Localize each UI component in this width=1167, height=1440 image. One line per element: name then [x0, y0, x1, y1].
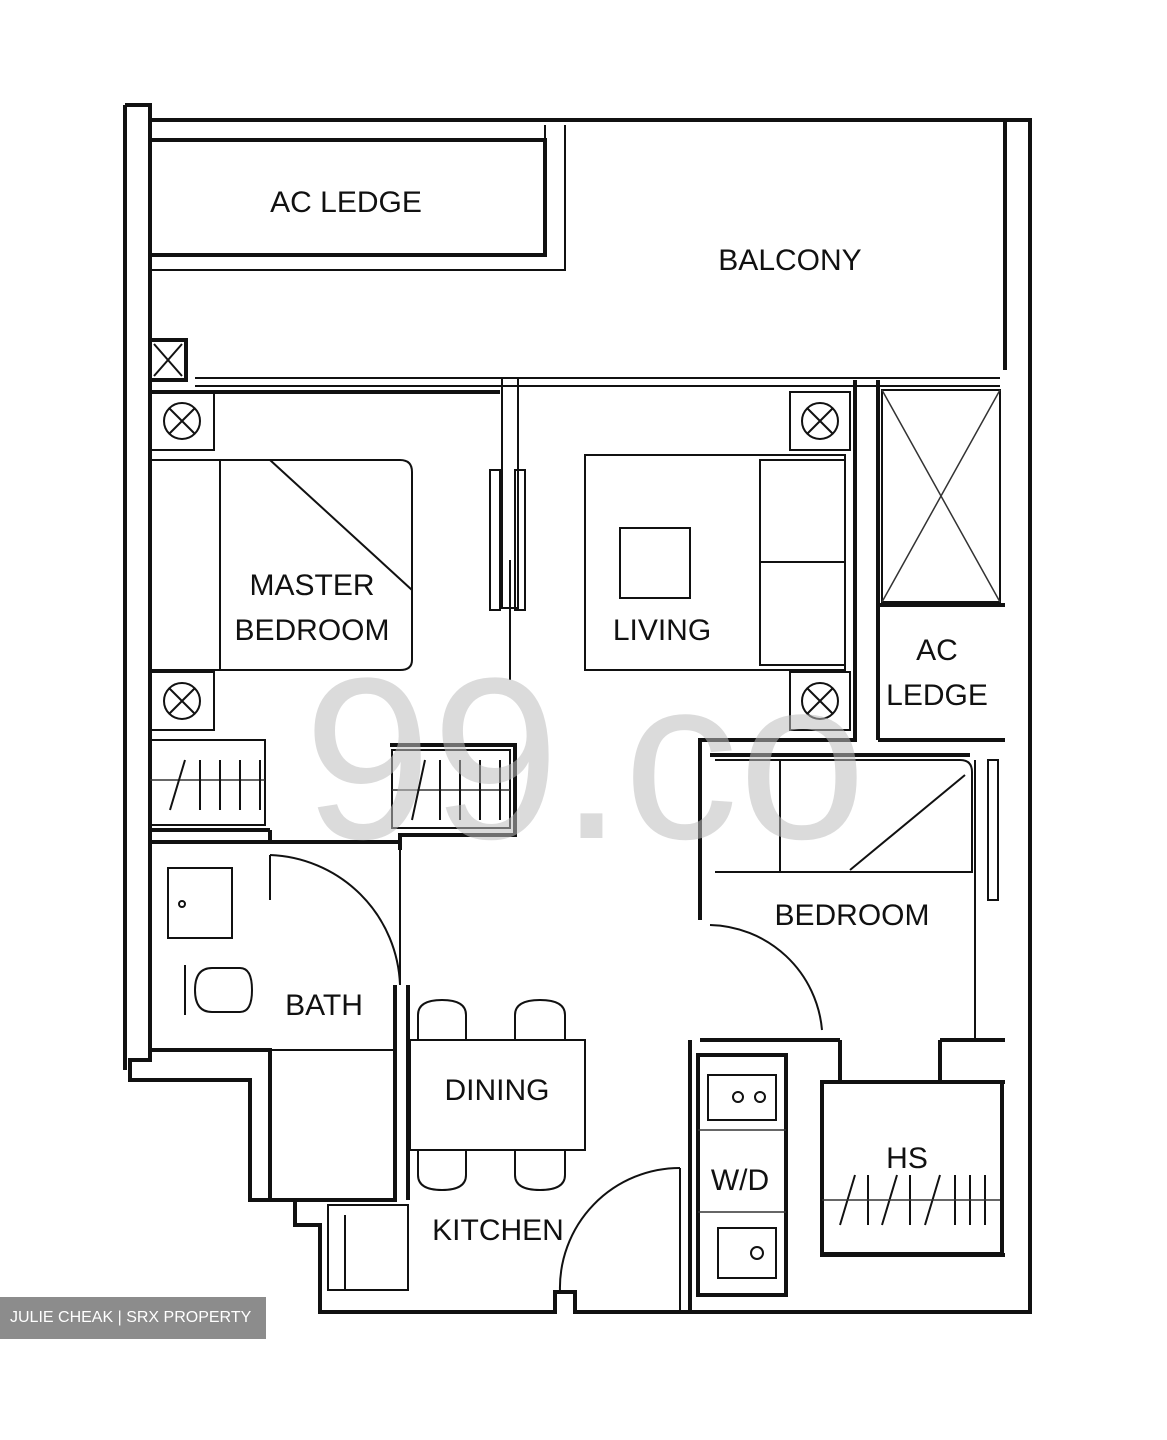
kitchen-counter [558, 1053, 788, 1312]
label-bedroom: BEDROOM [774, 899, 929, 932]
living-room [584, 380, 880, 920]
ac-ledge-right [878, 389, 1005, 742]
balcony-window [148, 338, 1000, 387]
label-wd: W/D [711, 1164, 769, 1197]
credit-banner: JULIE CHEAK | SRX PROPERTY [0, 1297, 266, 1339]
label-living: LIVING [613, 614, 711, 647]
label-hs: HS [886, 1142, 928, 1175]
label-kitchen: KITCHEN [432, 1214, 564, 1247]
label-master-bedroom-2: BEDROOM [234, 614, 389, 647]
label-dining: DINING [445, 1074, 550, 1107]
label-balcony: BALCONY [718, 244, 861, 277]
bathroom [150, 840, 410, 1202]
partition-wall [489, 377, 526, 680]
kitchen-cabinet [327, 1204, 409, 1291]
label-ac-ledge-right-2: LEDGE [886, 679, 988, 712]
label-bath: BATH [285, 989, 363, 1022]
label-master-bedroom-1: MASTER [249, 569, 374, 602]
outer-walls [123, 103, 1032, 1314]
household-shelter [820, 1080, 1004, 1256]
watermark: 99.co [304, 630, 867, 887]
master-bedroom [149, 390, 500, 832]
label-ac-ledge-right-1: AC [916, 634, 958, 667]
ac-ledge-top [150, 125, 566, 271]
label-ac-ledge-top: AC LEDGE [270, 186, 422, 219]
